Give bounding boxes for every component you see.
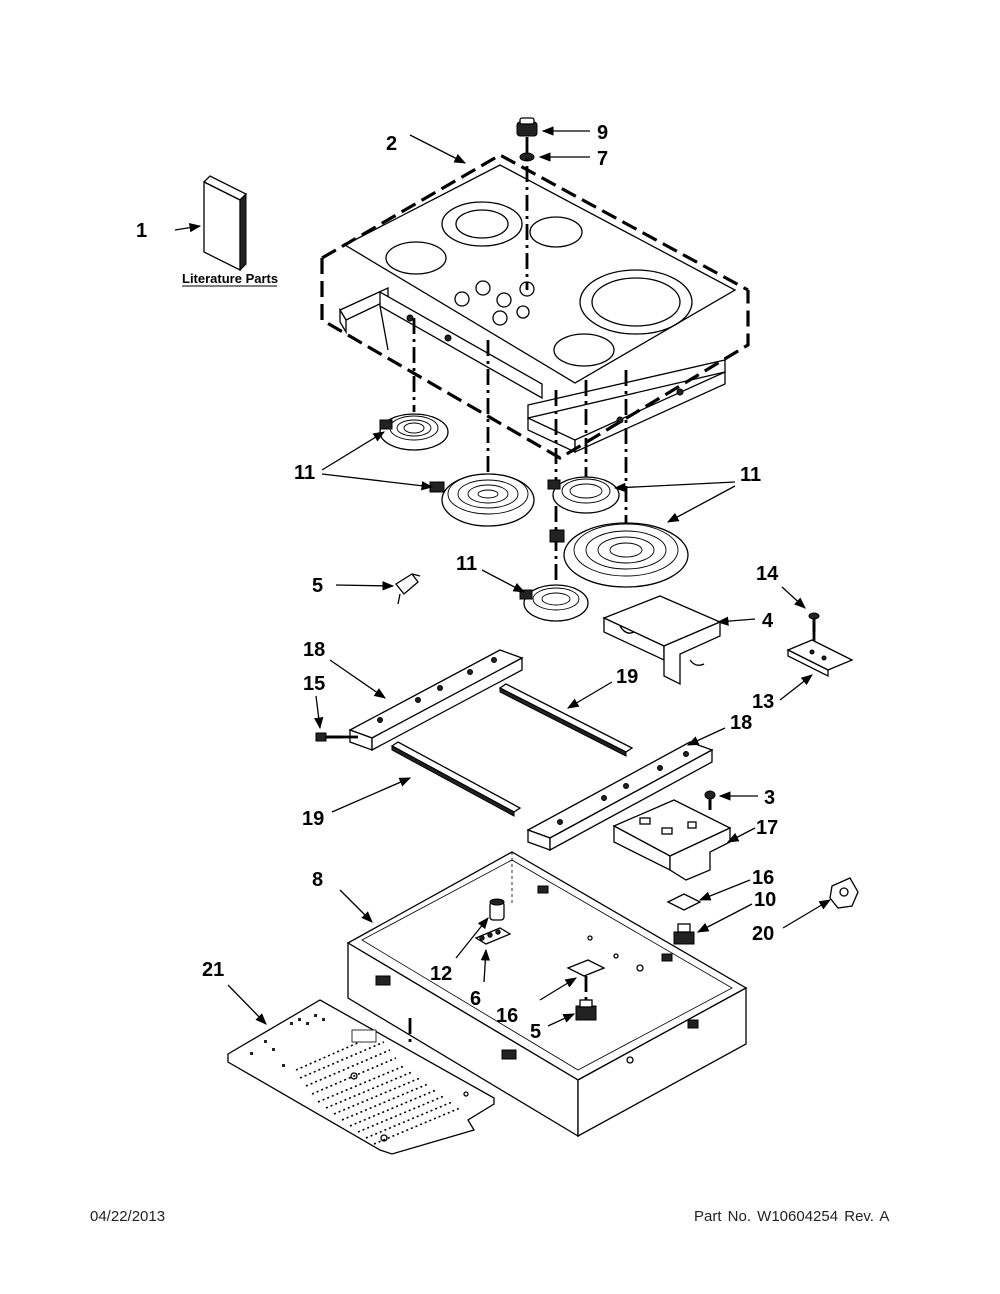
callout-10: 10 xyxy=(754,889,776,911)
callout-5b: 5 xyxy=(530,1021,541,1043)
leader-6 xyxy=(480,948,491,983)
callout-6: 6 xyxy=(470,988,481,1010)
callout-16b: 16 xyxy=(496,1005,518,1027)
mounting-plate-13 xyxy=(786,639,854,678)
leader-11a-2 xyxy=(321,473,434,491)
terminal-strip-6 xyxy=(474,927,512,945)
callout-15: 15 xyxy=(303,673,325,695)
callout-18b: 18 xyxy=(730,712,752,734)
callout-12: 12 xyxy=(430,963,452,985)
callout-4: 4 xyxy=(762,610,774,632)
callout-20: 20 xyxy=(752,923,774,945)
support-rail-lower xyxy=(526,741,714,852)
callout-14: 14 xyxy=(756,563,779,585)
callout-7: 7 xyxy=(597,148,608,170)
leader-12 xyxy=(455,917,489,959)
leader-15 xyxy=(314,695,324,730)
footer-part-number: Part No. W10604254 Rev. A xyxy=(694,1208,890,1225)
base-enclosure xyxy=(346,851,748,1138)
callout-21: 21 xyxy=(202,959,224,981)
leader-8 xyxy=(339,889,373,923)
screw-14 xyxy=(808,612,820,632)
perforated-panel-21 xyxy=(227,999,495,1155)
surface-element-small-right xyxy=(547,476,620,514)
leader-16a xyxy=(698,879,751,901)
control-knob xyxy=(516,117,538,137)
surface-element-large-right xyxy=(549,522,689,588)
callout-5a: 5 xyxy=(312,575,323,597)
callout-11c: 11 xyxy=(456,553,477,575)
callout-11a: 11 xyxy=(294,462,315,484)
leader-5b xyxy=(547,1013,576,1027)
leader-18b xyxy=(686,727,726,746)
wire-connector-upper xyxy=(395,573,421,605)
callout-19b: 19 xyxy=(302,808,324,830)
surface-element-large-left xyxy=(429,473,535,527)
literature-booklet xyxy=(202,175,248,272)
insulator-16-lower xyxy=(566,959,606,977)
support-rail-upper xyxy=(348,649,524,752)
cooktop-frame xyxy=(339,286,726,454)
cooktop-outline-bottom xyxy=(320,258,750,460)
leader-20 xyxy=(782,899,832,929)
insulator-16-upper xyxy=(666,893,702,911)
switch-10 xyxy=(673,923,695,945)
ground-screw-3 xyxy=(704,790,716,810)
leader-21 xyxy=(227,984,267,1025)
control-housing-17 xyxy=(612,799,732,881)
callout-18a: 18 xyxy=(303,639,325,661)
leader-17 xyxy=(726,827,756,843)
leader-14 xyxy=(781,586,806,609)
leader-2 xyxy=(409,134,467,164)
literature-parts-label: Literature Parts xyxy=(182,271,278,286)
support-bar-lower xyxy=(390,741,522,817)
surface-element-bottom xyxy=(519,584,589,622)
leader-4 xyxy=(716,616,756,626)
callout-17: 17 xyxy=(756,817,778,839)
callout-1: 1 xyxy=(136,220,147,242)
callout-16a: 16 xyxy=(752,867,774,889)
callout-9: 9 xyxy=(597,122,608,144)
cooktop-outline-top xyxy=(321,153,749,292)
surface-element-small-left xyxy=(379,413,449,451)
callout-11b: 11 xyxy=(740,464,761,486)
leader-11c xyxy=(481,569,526,593)
callout-13: 13 xyxy=(752,691,774,713)
footer-date: 04/22/2013 xyxy=(90,1208,166,1225)
cooktop-glass xyxy=(343,164,737,384)
leader-19a xyxy=(566,681,613,709)
leader-19b xyxy=(331,777,412,813)
leader-16b xyxy=(539,977,577,1001)
leader-18a xyxy=(329,659,386,699)
callout-8: 8 xyxy=(312,869,323,891)
support-bar-upper xyxy=(498,683,634,757)
callout-2: 2 xyxy=(386,133,397,155)
callout-3: 3 xyxy=(764,787,775,809)
indicator-12 xyxy=(489,898,505,921)
leader-11a-1 xyxy=(321,431,385,471)
leader-1 xyxy=(174,223,202,233)
screw-15 xyxy=(315,732,342,742)
wire-connector-lower xyxy=(575,999,597,1021)
leader-11b-1 xyxy=(613,481,736,493)
leader-10 xyxy=(696,903,753,933)
leader-5a xyxy=(335,581,395,591)
callout-19a: 19 xyxy=(616,666,638,688)
leader-13 xyxy=(779,674,813,701)
leader-11b-2 xyxy=(666,485,736,523)
terminal-block-20 xyxy=(829,877,859,909)
